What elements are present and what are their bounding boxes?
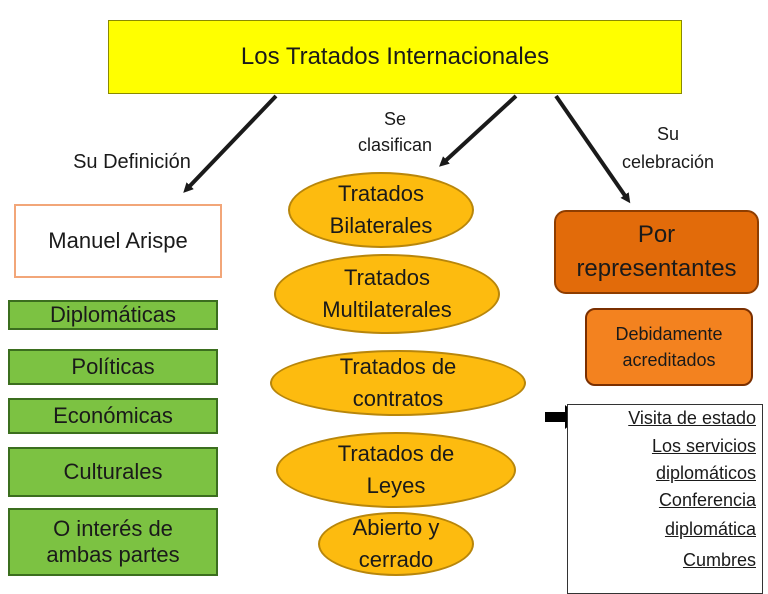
tratado-text: contratos — [352, 386, 444, 411]
tratado-contratos: Tratados de contratos — [270, 350, 526, 416]
green-item-text: Políticas — [71, 354, 155, 379]
label-celebracion: Su celebración — [598, 120, 738, 176]
green-item-text: Diplomáticas — [50, 302, 176, 327]
acreditados-box: Debidamente acreditados — [585, 308, 753, 386]
arrow-clasifican — [439, 94, 518, 167]
tratado-text: Bilaterales — [329, 213, 433, 238]
label-definicion: Su Definición — [73, 151, 191, 173]
label-clasifican-line2: clasifican — [357, 135, 433, 155]
label-celebracion-line1: Su — [656, 124, 680, 144]
title-box: Los Tratados Internacionales — [108, 20, 682, 94]
green-item-interes: O interés de ambas partes — [8, 508, 218, 576]
green-item-politicas: Políticas — [8, 349, 218, 385]
list-item: Conferencia — [658, 490, 756, 510]
celebracion-list: Visita de estado Los servicios diplomáti… — [567, 404, 763, 594]
green-item-culturales: Culturales — [8, 447, 218, 497]
representantes-box: Por representantes — [554, 210, 759, 294]
tratado-abierto-cerrado: Abierto y cerrado — [318, 512, 474, 576]
tratado-text: Leyes — [366, 473, 426, 498]
green-item-diplomaticas: Diplomáticas — [8, 300, 218, 330]
tratado-text: Tratados de — [339, 354, 457, 379]
list-item: Los servicios — [651, 436, 756, 456]
label-clasifican-line1: Se — [383, 109, 407, 129]
tratado-text: Multilaterales — [322, 297, 452, 322]
tratado-leyes: Tratados de Leyes — [276, 432, 516, 508]
tratado-text: Abierto y — [352, 515, 440, 540]
representantes-text: Por — [637, 221, 676, 248]
acreditados-text: acreditados — [622, 350, 716, 370]
tratado-text: Tratados — [337, 181, 424, 206]
green-item-text: O interés de — [53, 516, 173, 541]
green-item-text: ambas partes — [46, 542, 180, 567]
tratado-text: Tratados — [343, 265, 430, 290]
label-clasifican: Se clasifican — [340, 106, 450, 158]
title: Los Tratados Internacionales — [240, 43, 550, 70]
green-item-text: Culturales — [63, 459, 163, 484]
green-item-economicas: Económicas — [8, 398, 218, 434]
definition-box: Manuel Arispe — [14, 204, 222, 278]
representantes-text: representantes — [576, 255, 737, 282]
acreditados-text: Debidamente — [615, 324, 723, 344]
tratado-bilaterales: Tratados Bilaterales — [288, 172, 474, 248]
arrow-celebracion — [554, 94, 631, 204]
arrow-definicion — [183, 94, 278, 193]
list-item: diplomáticos — [655, 463, 756, 483]
tratado-text: Tratados de — [337, 441, 455, 466]
list-item: Visita de estado — [628, 408, 756, 428]
definition-text: Manuel Arispe — [48, 228, 188, 253]
label-celebracion-line2: celebración — [621, 152, 715, 172]
tratado-multilaterales: Tratados Multilaterales — [274, 254, 500, 334]
list-item: Cumbres — [682, 550, 756, 570]
tratado-text: cerrado — [358, 547, 434, 572]
list-item: diplomática — [664, 519, 756, 539]
green-item-text: Económicas — [53, 403, 173, 428]
